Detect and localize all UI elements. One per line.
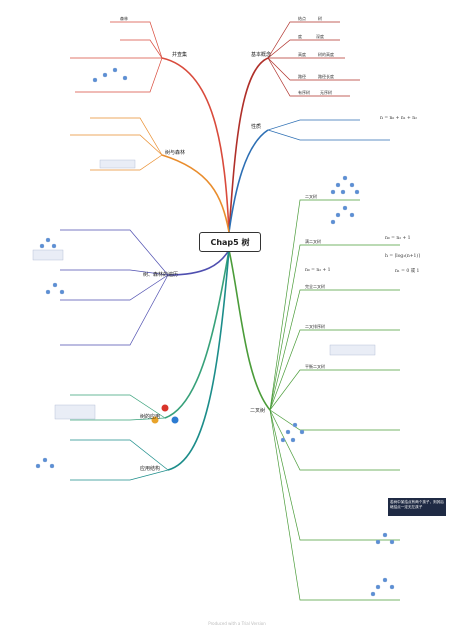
- branch-line-shusenlin: [161, 154, 230, 233]
- branch-line-yingyong: [164, 249, 230, 419]
- root-node[interactable]: Chap5 树: [199, 232, 261, 252]
- leaf-paixushu: 二叉排序树: [305, 324, 325, 329]
- branch-shuzi[interactable]: 应用结构: [140, 466, 161, 472]
- colored-nodes-group: [151, 404, 179, 424]
- leaf-manerchashu: 满二叉树: [305, 239, 321, 244]
- branch-line-shuzi: [167, 249, 230, 471]
- leaf-senlin: 森林: [120, 16, 128, 21]
- branch-bianli[interactable]: 树、森林的遍历: [143, 272, 179, 278]
- leaf-du: 度: [298, 34, 302, 39]
- leaf-shendu: 深度: [316, 34, 324, 39]
- branch-shusenlin[interactable]: 树与森林: [165, 150, 186, 156]
- branch-jiben[interactable]: 基本概念: [251, 52, 272, 58]
- leaf-youxushu: 有序树: [298, 90, 310, 95]
- footer-watermark: Produced with a Trial Version: [208, 621, 266, 626]
- note-box: 若树中某结点有两个孩子，则其后继结点一定无左孩子: [388, 498, 446, 516]
- leaf-jiedian: 结点: [298, 16, 306, 21]
- formula-4: n₀ = n₂ + 1: [305, 268, 331, 273]
- formula-5: n₁ = 0 或 1: [395, 269, 420, 274]
- leaf-lujingchangdu: 路径长度: [318, 74, 334, 79]
- branch-bingchaji[interactable]: 并查集: [172, 52, 188, 58]
- branch-line-xingzhi: [228, 129, 269, 233]
- formula-2: n₀ = n₂ + 1: [385, 236, 411, 241]
- leaf-pinghengshu: 平衡二叉树: [305, 364, 325, 369]
- leaf-lujing: 路径: [298, 74, 306, 79]
- branch-line-erchashu: [228, 249, 271, 411]
- branch-line-bingchaji: [161, 57, 230, 233]
- branch-xingzhi[interactable]: 性质: [251, 124, 262, 130]
- leaf-gaodu: 高度: [298, 52, 306, 57]
- formula-1: n = n₀ + n₁ + n₂: [380, 116, 417, 121]
- leaf-wanquanerchashu: 完全二叉树: [305, 284, 325, 289]
- branch-yingyong[interactable]: 树的应用: [140, 414, 161, 420]
- leaf-wuxushu: 无序树: [320, 90, 332, 95]
- branch-line-bianli: [167, 249, 230, 276]
- formula-3: h = ⌈log₂(n+1)⌉: [385, 254, 420, 259]
- table-thumbnails: [32, 159, 376, 420]
- branch-line-jiben: [228, 57, 269, 233]
- leaf-shu: 树: [318, 16, 322, 21]
- leaf-erchashu: 二叉树: [305, 194, 317, 199]
- leaf-shugaodu: 树的高度: [318, 52, 334, 57]
- tree-thumbnail-group: [35, 67, 395, 597]
- branch-erchashu[interactable]: 二叉树: [250, 408, 266, 414]
